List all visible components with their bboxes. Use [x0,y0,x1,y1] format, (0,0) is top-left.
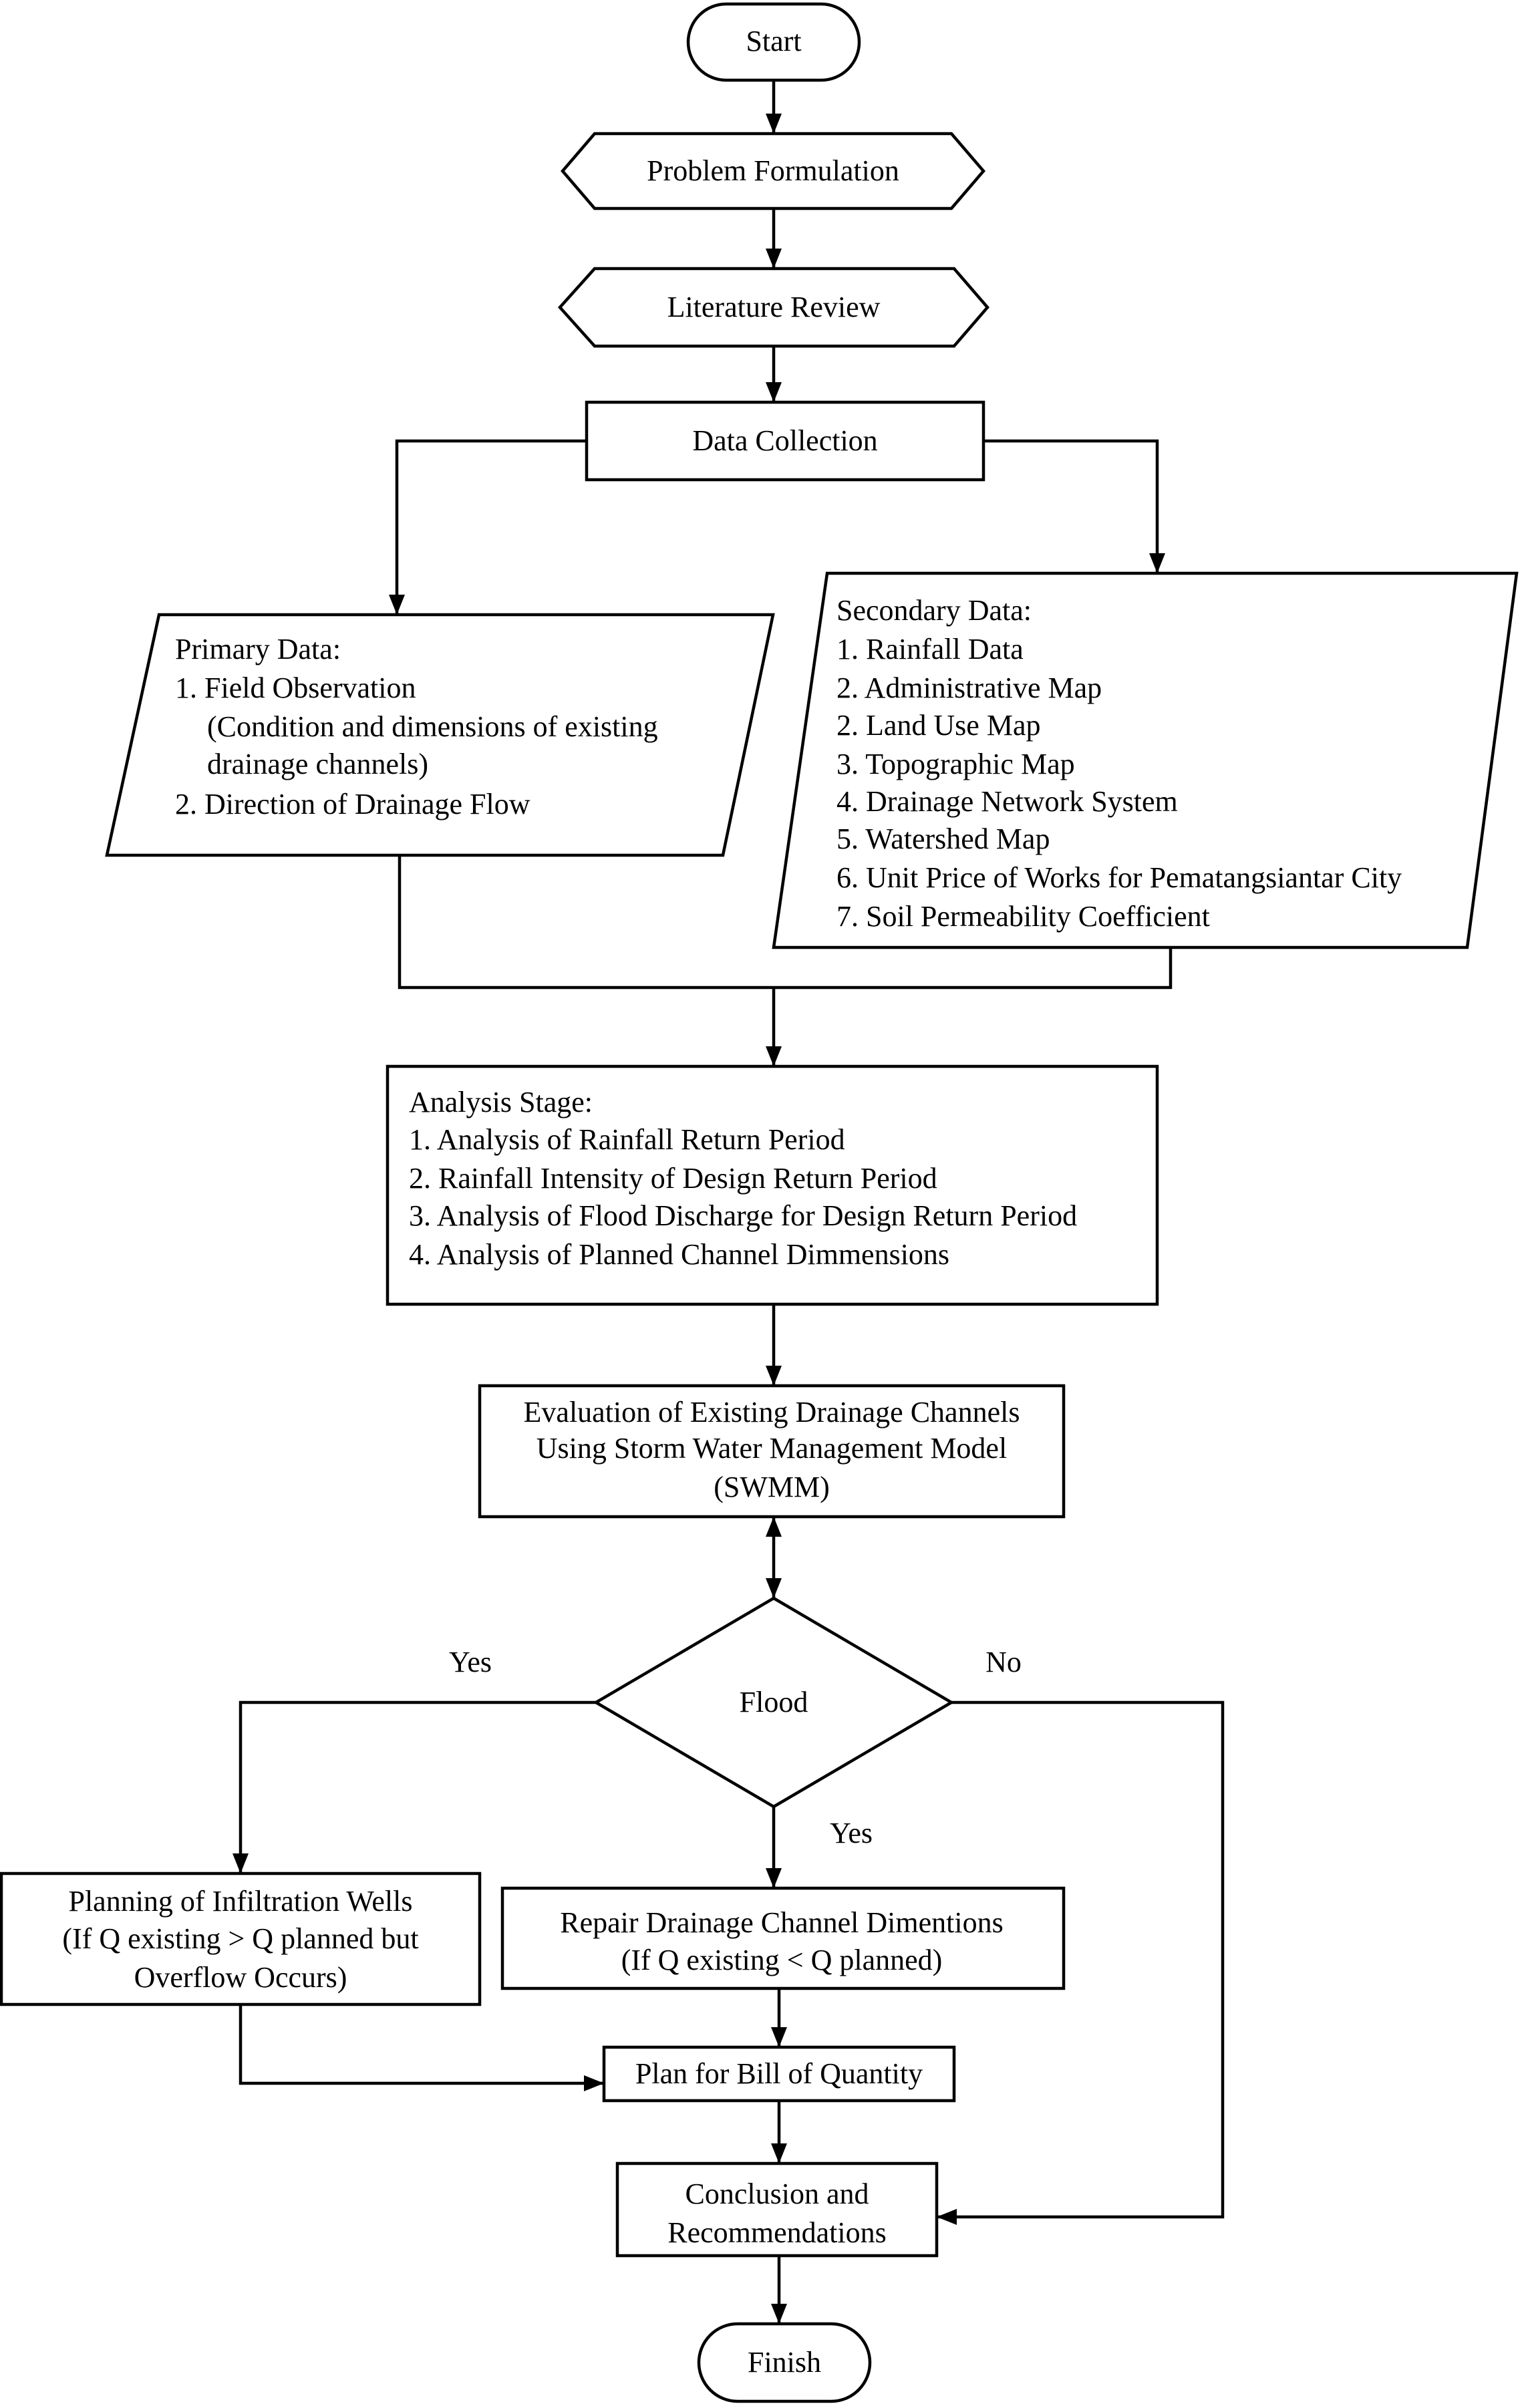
repair-channel-label: (If Q existing < Q planned) [621,1944,943,1976]
problem-formulation-label: Problem Formulation [647,154,899,187]
secondary-data-item: 3. Topographic Map [836,748,1075,780]
start-node: Start [686,2,861,82]
infiltration-wells-label: Planning of Infiltration Wells [68,1885,412,1918]
primary-data-heading: Primary Data: [175,633,341,665]
bill-of-quantity-node: Plan for Bill of Quantity [602,2045,956,2103]
secondary-data-item: 2. Administrative Map [836,671,1102,704]
finish-node: Finish [697,2322,872,2403]
infiltration-wells-label: Overflow Occurs) [134,1961,347,1994]
primary-data-item: 2. Direction of Drainage Flow [175,788,530,820]
flood-decision-label: Flood [740,1686,808,1718]
primary-data-node: Primary Data: 1. Field Observation (Cond… [105,613,775,857]
data-collection-label: Data Collection [692,424,877,457]
analysis-stage-item: 3. Analysis of Flood Discharge for Desig… [409,1199,1077,1232]
secondary-data-heading: Secondary Data: [836,594,1032,627]
secondary-data-item: 7. Soil Permeability Coefficient [836,900,1210,933]
evaluation-label: Using Storm Water Management Model [537,1432,1007,1465]
analysis-stage-node: Analysis Stage: 1. Analysis of Rainfall … [386,1064,1159,1306]
yes-left-label: Yes [449,1646,492,1678]
yes-down-label: Yes [830,1817,873,1849]
secondary-data-node: Secondary Data: 1. Rainfall Data 2. Admi… [772,571,1519,949]
conclusion-node: Conclusion and Recommendations [615,2161,939,2258]
data-collection-node: Data Collection [585,400,985,482]
repair-channel-label: Repair Drainage Channel Dimentions [560,1906,1003,1939]
finish-label: Finish [748,2346,821,2379]
connector-data-merge [398,855,1173,990]
primary-data-item: drainage channels) [207,748,428,780]
infiltration-wells-label: (If Q existing > Q planned but [62,1922,418,1955]
connector-collection-to-primary [389,439,587,615]
analysis-stage-item: 2. Rainfall Intensity of Design Return P… [409,1162,937,1195]
connector-decision-no-to-conclusion [937,1700,1225,2225]
start-label: Start [746,25,801,57]
evaluation-node: Evaluation of Existing Drainage Channels… [478,1384,1066,1519]
bill-of-quantity-label: Plan for Bill of Quantity [635,2057,923,2090]
analysis-stage-item: 1. Analysis of Rainfall Return Period [409,1123,845,1156]
problem-formulation-node: Problem Formulation [561,132,985,210]
connector-infiltration-to-bill [239,2004,604,2091]
no-right-label: No [985,1646,1022,1678]
evaluation-label: (SWMM) [714,1471,830,1503]
infiltration-wells-node: Planning of Infiltration Wells (If Q exi… [0,1871,482,2006]
evaluation-label: Evaluation of Existing Drainage Channels [524,1396,1020,1428]
secondary-data-item: 1. Rainfall Data [836,633,1024,665]
secondary-data-item: 6. Unit Price of Works for Pematangsiant… [836,861,1402,894]
primary-data-item: 1. Field Observation [175,671,416,704]
conclusion-label: Conclusion and [685,2177,869,2210]
secondary-data-item: 2. Land Use Map [836,709,1041,742]
analysis-stage-item: 4. Analysis of Planned Channel Dimmensio… [409,1238,949,1271]
analysis-stage-heading: Analysis Stage: [409,1086,593,1118]
connector-collection-to-secondary [983,439,1165,573]
connector-decision-yes-to-infiltration [233,1700,596,1873]
literature-review-node: Literature Review [557,267,989,348]
flood-decision-node: Flood [593,1596,955,1809]
secondary-data-item: 5. Watershed Map [836,822,1050,855]
repair-channel-node: Repair Drainage Channel Dimentions (If Q… [500,1886,1066,1990]
conclusion-label: Recommendations [667,2216,887,2249]
secondary-data-item: 4. Drainage Network System [836,785,1178,818]
literature-review-label: Literature Review [667,291,881,323]
primary-data-item: (Condition and dimensions of existing [207,710,658,743]
